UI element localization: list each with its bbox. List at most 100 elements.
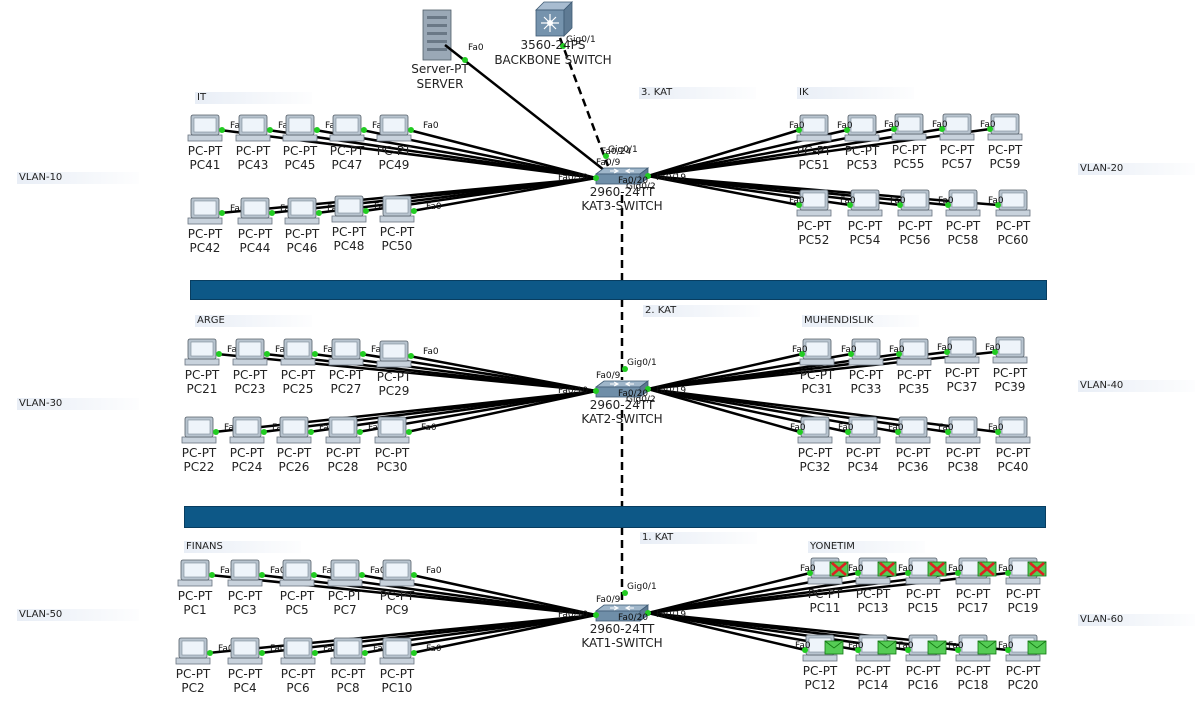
pc-port-label: Fa0 [988, 423, 1004, 433]
dept-label-left: FINANS [184, 541, 301, 553]
pc-port-label: Fa0 [998, 641, 1014, 651]
pc-icon[interactable] [844, 114, 880, 142]
pc-icon[interactable] [945, 189, 981, 217]
pc-port-label: Fa0 [374, 202, 390, 212]
pc-icon[interactable] [175, 637, 211, 665]
pc-icon[interactable] [181, 416, 217, 444]
pc-icon[interactable] [897, 189, 933, 217]
backbone-switch-icon[interactable] [535, 1, 573, 37]
pc-icon[interactable] [330, 637, 366, 665]
pc-icon[interactable] [796, 189, 832, 217]
pc-icon[interactable] [995, 189, 1031, 217]
pc-icon[interactable] [328, 338, 364, 366]
port-label-uplink: Gig0/1 [627, 582, 657, 592]
pc-icon[interactable] [374, 416, 410, 444]
pc-icon[interactable] [802, 634, 844, 662]
fail-x-icon [1029, 562, 1045, 576]
pc-icon[interactable] [896, 338, 932, 366]
link-status-dot [939, 126, 945, 132]
link-status-dot [261, 429, 267, 435]
pc-icon[interactable] [945, 416, 981, 444]
PC42-type-label: PC-PT [187, 227, 223, 241]
pc-icon[interactable] [955, 557, 997, 585]
link-status-dot [411, 650, 417, 656]
vlan-label-right: VLAN-40 [1078, 380, 1195, 392]
pc-icon[interactable] [329, 114, 365, 142]
pc-icon[interactable] [279, 559, 315, 587]
pc-icon[interactable] [1005, 557, 1047, 585]
pc-icon[interactable] [187, 197, 223, 225]
pc-icon[interactable] [1005, 634, 1047, 662]
pc-link [647, 127, 991, 178]
pc-icon[interactable] [282, 114, 318, 142]
server-icon[interactable] [422, 9, 452, 61]
pc-icon[interactable] [939, 113, 975, 141]
pc6-name-label: PC6 [286, 681, 310, 695]
pc-icon[interactable] [987, 113, 1023, 141]
pc7-name-label: PC7 [333, 603, 357, 617]
pc-icon[interactable] [177, 559, 213, 587]
pc2-name-label: PC2 [181, 681, 205, 695]
link-status-dot [264, 351, 270, 357]
backbone-name-label: BACKBONE SWITCH [494, 53, 612, 67]
pc-icon[interactable] [276, 416, 312, 444]
pc-icon[interactable] [229, 416, 265, 444]
pc-icon[interactable] [891, 113, 927, 141]
pc-icon[interactable] [325, 416, 361, 444]
switch-2960-icon[interactable] [594, 604, 650, 622]
pc-icon[interactable] [227, 559, 263, 587]
pc-icon[interactable] [331, 195, 367, 223]
pc-icon[interactable] [845, 416, 881, 444]
link-status-dot [316, 210, 322, 216]
pc-icon[interactable] [905, 557, 947, 585]
pc-port-label: Fa0 [224, 423, 240, 433]
pc-icon[interactable] [232, 338, 268, 366]
pc-icon[interactable] [379, 195, 415, 223]
pc-icon[interactable] [799, 338, 835, 366]
pc-icon[interactable] [955, 634, 997, 662]
pc-icon[interactable] [280, 338, 316, 366]
pc-icon[interactable] [855, 557, 897, 585]
pc-icon[interactable] [944, 336, 980, 364]
switch-2960-icon[interactable] [594, 167, 650, 185]
link-status-dot [845, 429, 851, 435]
switch-model-label: 2960-24TT [589, 398, 655, 412]
pc-icon[interactable] [235, 114, 271, 142]
pc-icon[interactable] [327, 559, 363, 587]
PC25-type-label: PC-PT [280, 368, 316, 382]
pc-icon[interactable] [992, 336, 1028, 364]
pc-icon[interactable] [807, 557, 849, 585]
pc-icon[interactable] [895, 416, 931, 444]
pc-icon[interactable] [796, 114, 832, 142]
pc34-name-label: PC34 [847, 460, 879, 474]
pc-icon[interactable] [376, 340, 412, 368]
pc-icon[interactable] [237, 197, 273, 225]
link-status-dot [796, 127, 802, 133]
link-status-dot [411, 572, 417, 578]
dept-label-right: YONETIM [808, 541, 925, 553]
floor-label: 1. KAT [640, 532, 757, 544]
pc-icon[interactable] [187, 114, 223, 142]
pc-icon[interactable] [284, 197, 320, 225]
pc-icon[interactable] [280, 637, 316, 665]
PC9-type-label: PC-PT [379, 589, 415, 603]
pc-icon[interactable] [855, 634, 897, 662]
pc-icon[interactable] [184, 338, 220, 366]
pc-icon[interactable] [797, 416, 833, 444]
pc-icon[interactable] [847, 189, 883, 217]
pc-icon[interactable] [848, 338, 884, 366]
link-status-dot [944, 349, 950, 355]
pc-icon[interactable] [995, 416, 1031, 444]
pc-port-label: Fa0 [888, 423, 904, 433]
pc-icon[interactable] [379, 559, 415, 587]
server-name-label: SERVER [416, 77, 464, 91]
vlan-label-right: VLAN-60 [1078, 614, 1195, 626]
pc-icon[interactable] [227, 637, 263, 665]
switch-name-label: KAT2-SWITCH [581, 412, 663, 426]
pc-icon[interactable] [376, 114, 412, 142]
pc-icon[interactable] [905, 634, 947, 662]
pc-port-label: Fa0 [319, 423, 335, 433]
pc-icon[interactable] [379, 637, 415, 665]
port-label-right2: Fa0/20 [618, 176, 648, 186]
